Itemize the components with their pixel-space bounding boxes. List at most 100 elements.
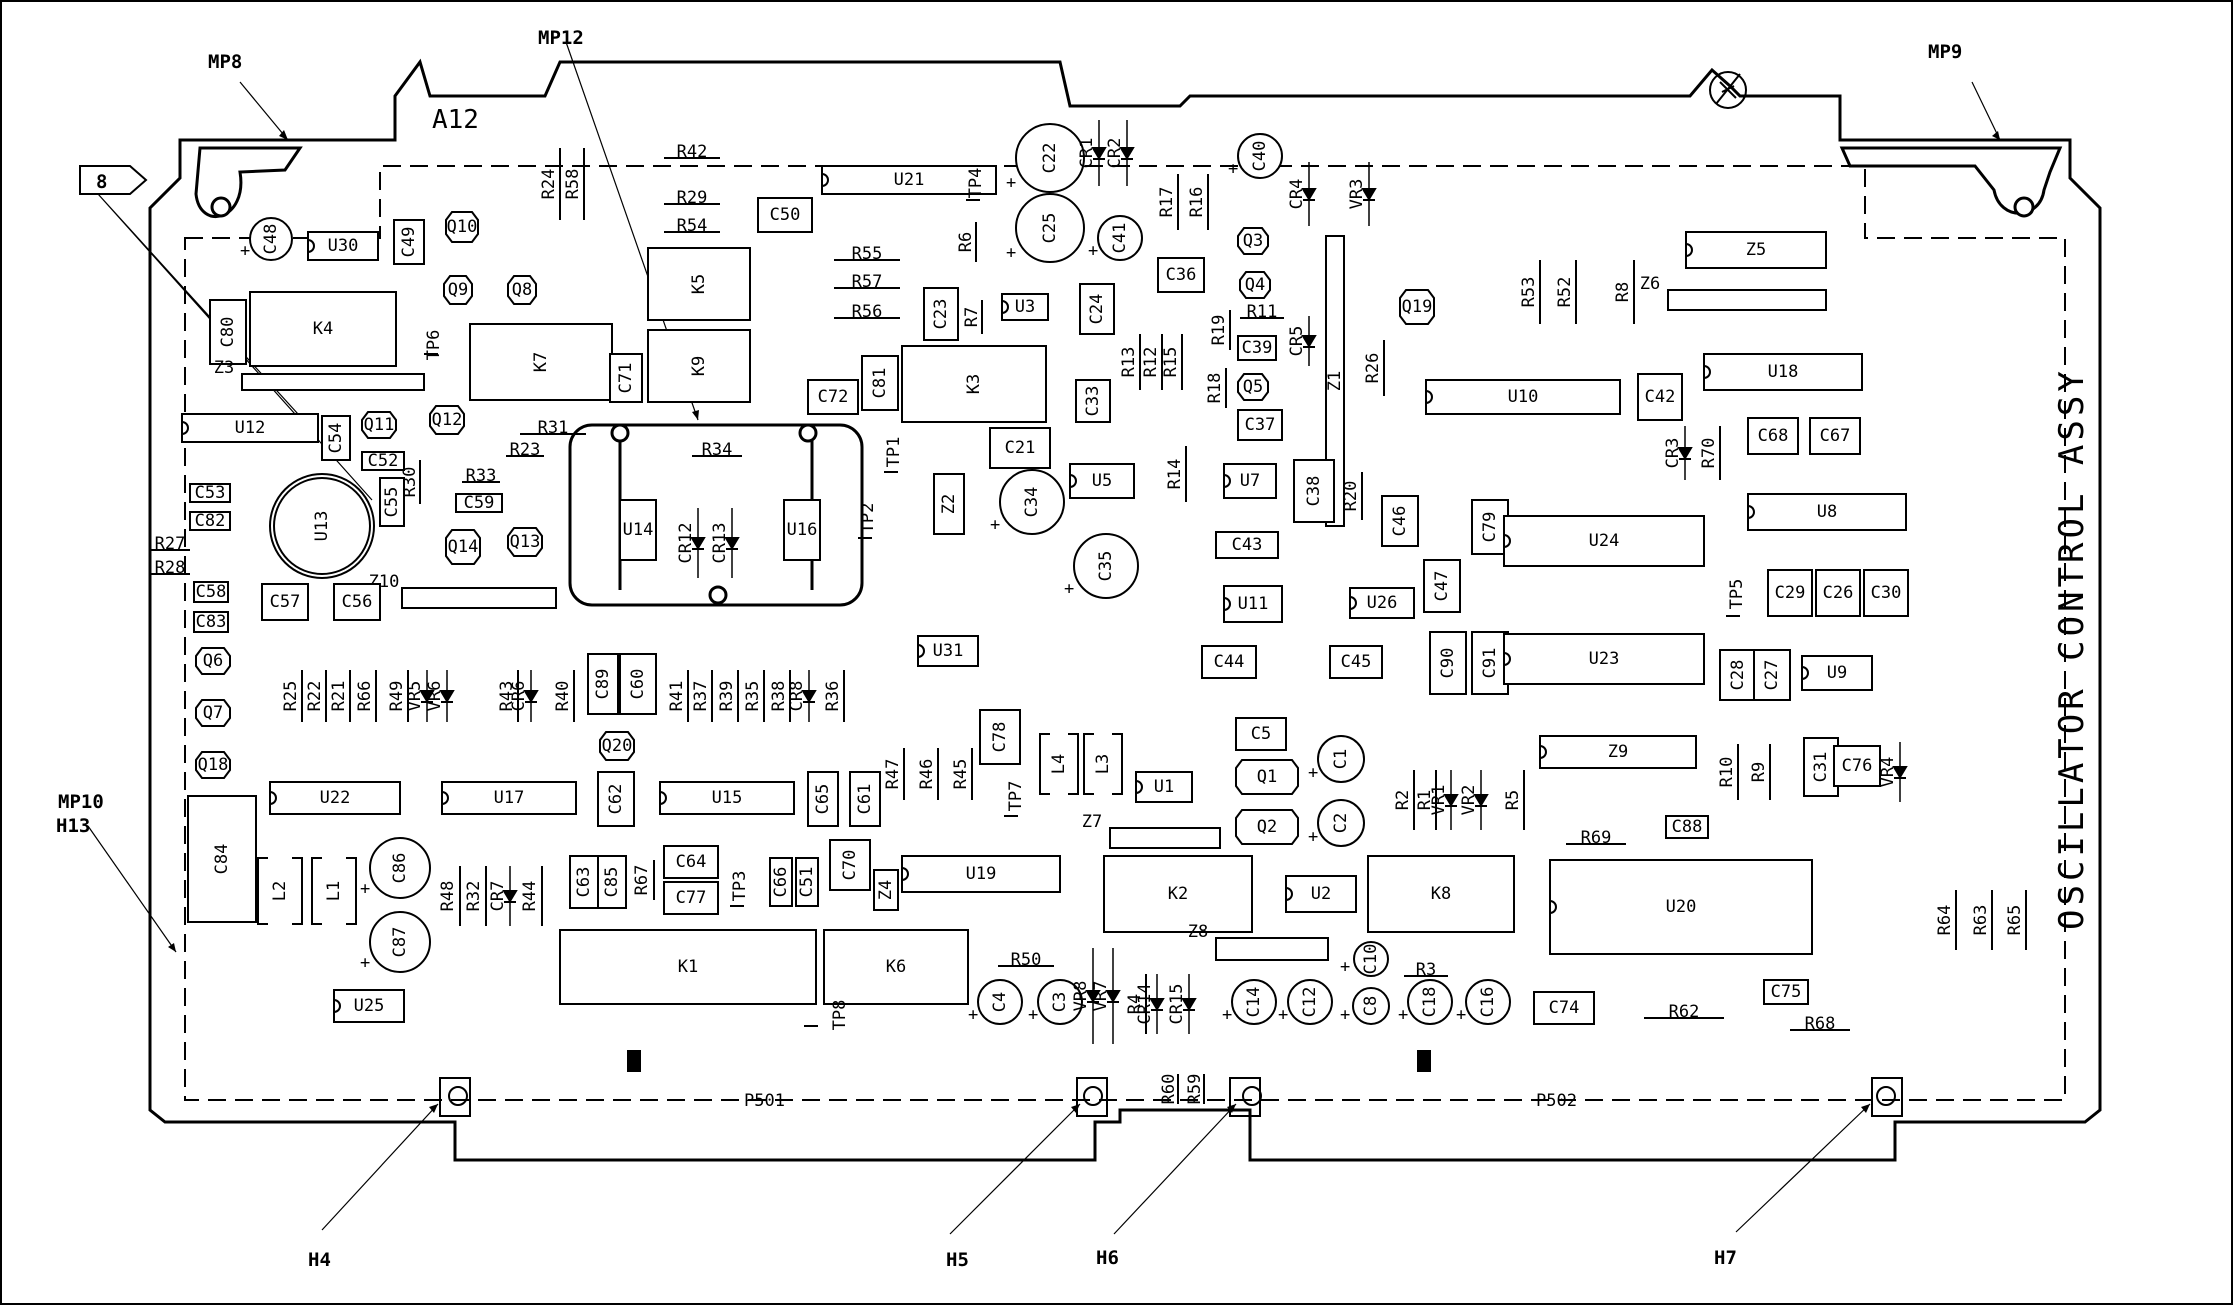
component-vr3: VR3: [1347, 162, 1377, 226]
component-q5: Q5: [1237, 373, 1269, 401]
component-label: C63: [574, 867, 594, 898]
component-label: K7: [531, 352, 551, 372]
component-r38: R38: [769, 670, 791, 722]
svg-text:+: +: [1028, 1005, 1038, 1025]
component-q9: Q9: [443, 275, 473, 305]
component-label: Q5: [1243, 377, 1263, 397]
component-r39: R39: [717, 670, 739, 722]
component-label: C30: [1871, 583, 1902, 603]
component-label: CR2: [1105, 138, 1125, 169]
component-c47: C47: [1423, 559, 1461, 613]
component-r6: R6: [956, 222, 977, 262]
component-u9: U9: [1801, 655, 1873, 691]
component-r40: R40: [553, 670, 575, 722]
component-label: R19: [1209, 315, 1229, 346]
component-k4: K4: [249, 291, 397, 367]
component-tp2: TP2: [858, 503, 878, 539]
component-label: C88: [1672, 817, 1703, 837]
component-c67: C67: [1809, 417, 1861, 455]
component-label: U11: [1238, 594, 1269, 614]
component-c50: C50: [757, 197, 813, 233]
component-label: C68: [1758, 426, 1789, 446]
component-c2: +C2: [1308, 799, 1365, 847]
component-label: R46: [917, 759, 937, 790]
component-label: C72: [818, 387, 849, 407]
component-label: Q19: [1402, 297, 1433, 317]
component-label: C60: [628, 669, 648, 700]
component-label: R38: [769, 681, 789, 712]
component-cr15: CR15: [1167, 974, 1197, 1034]
component-label: C29: [1775, 583, 1806, 603]
component-label: TP1: [884, 437, 904, 468]
component-label: Q11: [364, 415, 395, 435]
component-label: Z3: [214, 358, 234, 378]
component-label: U17: [494, 788, 525, 808]
component-label: R29: [677, 188, 708, 208]
component-q6: Q6: [195, 647, 231, 675]
component-u19: U19: [901, 855, 1061, 893]
component-label: VR1: [1429, 785, 1449, 816]
component-c4: +C4: [968, 979, 1023, 1025]
callout-arrow-icon: [168, 130, 2000, 1113]
component-r23: R23: [506, 440, 544, 460]
component-label: CR1: [1077, 138, 1097, 169]
component-c31: C31: [1803, 737, 1839, 797]
component-r3: R3: [1404, 960, 1448, 980]
component-cr6: CR6: [509, 670, 539, 722]
component-label: R14: [1165, 459, 1185, 490]
component-label: C82: [195, 511, 226, 531]
component-c34: +C34: [990, 469, 1065, 535]
component-label: U1: [1154, 777, 1174, 797]
component-c27: C27: [1753, 649, 1791, 701]
component-label: C47: [1432, 571, 1452, 602]
component-r67: R67: [632, 860, 655, 900]
component-label: C85: [602, 867, 622, 898]
component-r35: R35: [743, 670, 765, 722]
component-cr4: CR4: [1287, 162, 1317, 226]
component-u14: U14: [619, 499, 657, 561]
component-label: K5: [689, 274, 709, 294]
component-label: C87: [390, 927, 410, 958]
component-label: C22: [1040, 143, 1060, 174]
component-label: U20: [1666, 897, 1697, 917]
component-c76: C76: [1833, 745, 1881, 787]
component-label: CR3: [1663, 438, 1683, 469]
component-k6: K6: [823, 929, 969, 1005]
component-r29: R29: [664, 188, 720, 208]
component-label: R65: [2005, 905, 2025, 936]
component-label: R12: [1141, 347, 1161, 378]
svg-text:+: +: [1228, 159, 1238, 179]
component-r46: R46: [917, 748, 939, 800]
component-label: C50: [770, 205, 801, 225]
component-label: U3: [1015, 297, 1035, 317]
component-vr2: VR2: [1459, 770, 1489, 830]
component-label: U8: [1817, 502, 1837, 522]
component-label: Q12: [432, 410, 463, 430]
component-label: C46: [1390, 506, 1410, 537]
component-c74: C74: [1533, 991, 1595, 1025]
component-c84: C84: [187, 795, 257, 923]
component-label: CR7: [488, 881, 508, 912]
component-k7: K7: [469, 323, 613, 401]
component-c55: C55: [379, 477, 405, 527]
component-r63: R63: [1971, 890, 1993, 950]
component-c30: C30: [1863, 569, 1909, 617]
component-label: U18: [1768, 362, 1799, 382]
component-c14: +C14: [1222, 979, 1277, 1025]
component-label: R54: [677, 216, 708, 236]
component-label: U30: [328, 236, 359, 256]
component-label: R1: [1415, 790, 1435, 810]
component-c33: C33: [1075, 379, 1111, 423]
component-label: U24: [1589, 531, 1620, 551]
component-u26: U26: [1349, 587, 1415, 619]
component-label: C18: [1420, 987, 1440, 1018]
component-z3: Z3: [214, 358, 425, 391]
polarization-mark: [1417, 1050, 1431, 1072]
component-r20: R20: [1341, 472, 1363, 520]
component-c53: C53: [189, 483, 231, 503]
component-label: C35: [1096, 551, 1116, 582]
component-vr4: VR4: [1878, 742, 1908, 802]
component-c79: C79: [1471, 499, 1509, 555]
component-z6: Z6: [1640, 274, 1827, 311]
